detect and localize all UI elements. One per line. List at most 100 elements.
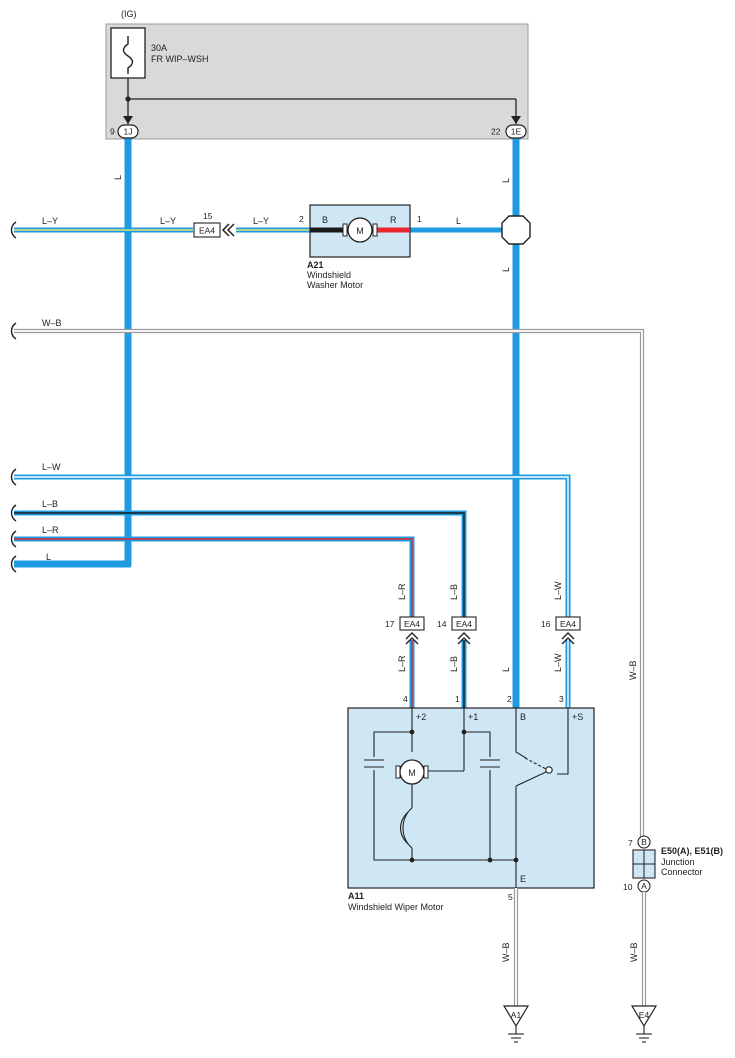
wire-label-w-b: W–B bbox=[629, 942, 639, 962]
connector-ea4-15-pin: 15 bbox=[203, 211, 213, 221]
connector-ea4-17 bbox=[399, 616, 425, 631]
connector-1e-label: 1E bbox=[511, 127, 522, 137]
splice-dot bbox=[125, 96, 131, 102]
connector-ea4-16-pin: 16 bbox=[541, 619, 551, 629]
wire-l-w bbox=[14, 474, 571, 617]
wiper-term-plus-s: +S bbox=[572, 712, 583, 722]
wire-label-l: L bbox=[501, 267, 511, 272]
connector-chevron-icon bbox=[561, 632, 575, 645]
motor-brush bbox=[342, 223, 348, 237]
arrow-down-icon bbox=[123, 116, 133, 124]
switch-contact-icon bbox=[545, 766, 553, 774]
motor-brush bbox=[372, 223, 378, 237]
connector-1e-pin: 22 bbox=[491, 127, 501, 137]
wire-label-w-b: W–B bbox=[628, 660, 638, 680]
junction-pin-bottom: 10 bbox=[623, 882, 633, 892]
wiper-motor-name: Windshield Wiper Motor bbox=[348, 902, 444, 912]
wire-continuation-marks bbox=[10, 221, 17, 573]
junction-block-panel bbox=[105, 23, 529, 140]
wire-label-l: L bbox=[456, 216, 461, 226]
connector-1e bbox=[505, 124, 527, 139]
wiper-motor-icon bbox=[399, 759, 425, 785]
washer-motor-name-2: Washer Motor bbox=[307, 280, 363, 290]
washer-pin-2: 2 bbox=[299, 214, 304, 224]
wiper-motor-symbol: M bbox=[408, 768, 416, 778]
washer-pin-b: B bbox=[322, 215, 328, 225]
connector-1j bbox=[117, 124, 139, 139]
connector-ea4-16-label: EA4 bbox=[560, 619, 576, 629]
wire-label-l-w: L–W bbox=[553, 581, 563, 600]
washer-motor-symbol: M bbox=[356, 226, 364, 236]
wire-label-l-r: L–R bbox=[397, 583, 407, 600]
connector-chevron-icon bbox=[221, 223, 235, 237]
junction-pin-bottom-letter: A bbox=[641, 881, 647, 891]
wire-label-l-b: L–B bbox=[42, 499, 58, 509]
wiper-term-e: E bbox=[520, 874, 526, 884]
splice-dot bbox=[409, 857, 415, 863]
ig-label: (IG) bbox=[121, 9, 137, 19]
junction-pin-top: 7 bbox=[628, 838, 633, 848]
wire-label-l: L bbox=[46, 552, 51, 562]
connector-ea4-14 bbox=[451, 616, 477, 631]
wiper-pin-4: 4 bbox=[403, 694, 408, 704]
wiper-term-plus1: +1 bbox=[468, 712, 478, 722]
wire-label-l: L bbox=[113, 175, 123, 180]
wire-label-l-y: L–Y bbox=[253, 216, 269, 226]
wiper-motor-box bbox=[347, 707, 595, 889]
ground-e4-icon bbox=[630, 1005, 658, 1028]
splice-dot bbox=[461, 729, 467, 735]
connector-ea4-14-pin: 14 bbox=[437, 619, 447, 629]
wire-label-l-w: L–W bbox=[553, 653, 563, 672]
wire-label-w-b: W–B bbox=[501, 942, 511, 962]
wiper-pin-3: 3 bbox=[559, 694, 564, 704]
junction-name-1: Junction bbox=[661, 857, 695, 867]
splice-dot bbox=[409, 729, 415, 735]
wiper-motor-ref: A11 bbox=[348, 891, 364, 901]
wiper-term-b: B bbox=[520, 712, 526, 722]
wire-l-r bbox=[14, 536, 415, 617]
washer-pin-r: R bbox=[390, 215, 397, 225]
wire-label-l: L bbox=[501, 178, 511, 183]
washer-pin-1: 1 bbox=[417, 214, 422, 224]
junction-pin-top-circle bbox=[637, 835, 651, 849]
wire-label-l: L bbox=[501, 667, 511, 672]
fuse-rating: 30A bbox=[151, 43, 167, 53]
wire-label-l-r: L–R bbox=[42, 525, 59, 535]
wire-l-b-stripe bbox=[14, 512, 465, 617]
ground-a1-icon bbox=[502, 1005, 530, 1028]
wire-label-l-r: L–R bbox=[397, 655, 407, 672]
connector-ea4-15-label: EA4 bbox=[199, 226, 215, 236]
connector-chevron-icon bbox=[405, 632, 419, 645]
connector-ea4-17-pin: 17 bbox=[385, 619, 395, 629]
connector-ea4-17-label: EA4 bbox=[404, 619, 420, 629]
junction-pin-top-letter: B bbox=[641, 837, 647, 847]
wiper-pin-1: 1 bbox=[455, 694, 460, 704]
fuse-name: FR WIP–WSH bbox=[151, 54, 209, 64]
washer-motor-ref: A21 bbox=[307, 260, 324, 270]
arrow-down-icon bbox=[511, 116, 521, 124]
wire-w-b-top-core bbox=[14, 330, 643, 838]
wire-l-r-stripe bbox=[14, 538, 413, 617]
connector-1j-pin: 9 bbox=[110, 127, 115, 137]
connector-ea4-14-label: EA4 bbox=[456, 619, 472, 629]
junction-name-2: Connector bbox=[661, 867, 703, 877]
splice-dot bbox=[513, 857, 519, 863]
wire-label-l-b: L–B bbox=[449, 656, 459, 672]
connector-chevron-icon bbox=[457, 632, 471, 645]
wire-label-l-b: L–B bbox=[449, 584, 459, 600]
connector-ea4-16 bbox=[555, 616, 581, 631]
wiper-pin-5: 5 bbox=[508, 892, 513, 902]
splice-octagon bbox=[501, 215, 531, 245]
ground-a1-label: A1 bbox=[511, 1010, 522, 1020]
wiper-term-plus2: +2 bbox=[416, 712, 426, 722]
wire-label-l-y: L–Y bbox=[42, 216, 58, 226]
wiper-internal-circuit bbox=[364, 708, 569, 888]
washer-motor-icon bbox=[347, 217, 373, 243]
connector-ea4-15 bbox=[193, 222, 221, 238]
junction-ref: E50(A), E51(B) bbox=[661, 846, 723, 856]
wire-l-w-stripe bbox=[14, 476, 569, 617]
wiper-pin-2: 2 bbox=[507, 694, 512, 704]
splice-dot bbox=[487, 857, 493, 863]
wire-label-w-b: W–B bbox=[42, 318, 62, 328]
